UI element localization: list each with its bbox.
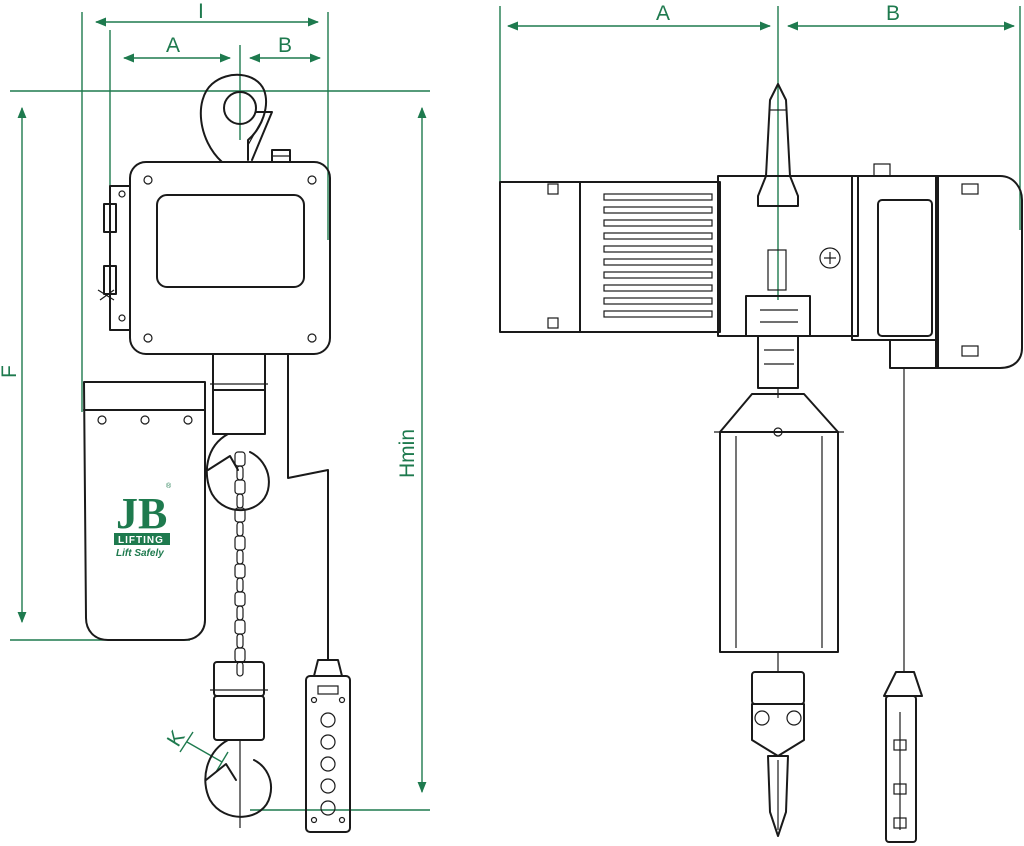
motor-fin [603, 310, 713, 318]
chain-link [236, 521, 244, 537]
dim-label-a-side: A [166, 34, 180, 57]
gear-neck [210, 353, 268, 435]
side-view: I A B F Hmin K [0, 0, 430, 833]
motor-fin [603, 232, 713, 240]
bottom-hook-block [210, 661, 268, 741]
chain-link [236, 605, 244, 621]
dim-label-i: I [198, 0, 204, 23]
motor-fin [603, 206, 713, 214]
logo-registered-mark: ® [166, 482, 172, 490]
motor-fin [603, 271, 713, 279]
motor-fin [603, 297, 713, 305]
top-hook [199, 73, 273, 163]
pendant-button-1 [320, 712, 336, 728]
logo-band [114, 533, 170, 545]
dim-label-b-side: B [278, 34, 292, 57]
motor-fins [579, 181, 721, 333]
chain-link [236, 549, 244, 565]
chain-container [83, 381, 206, 641]
side-rear-panel [287, 353, 329, 661]
company-logo: JB ® LIFTING Lift Safely [114, 482, 172, 559]
upper-chain-hook [205, 433, 270, 511]
motor-fin [603, 193, 713, 201]
side-body-housing [129, 161, 331, 355]
logo-band-text: LIFTING [118, 535, 164, 546]
logo-tagline: Lift Safely [116, 548, 164, 559]
chain-link [236, 493, 244, 509]
load-chain [234, 451, 246, 677]
logo-letters: JB [116, 489, 167, 538]
front-view: A B [498, 2, 1023, 843]
bottom-hook [204, 739, 272, 828]
chain-link [234, 535, 246, 551]
side-dimension-arrows [17, 17, 427, 794]
side-extension-lines [10, 12, 430, 811]
motor-fin [603, 258, 713, 266]
front-chain-bag [714, 393, 844, 653]
chain-link [234, 647, 246, 663]
chain-link [236, 633, 244, 649]
chain-link [234, 451, 246, 467]
pendant-button-2 [320, 734, 336, 750]
side-bracket [97, 185, 131, 331]
chain-link [234, 591, 246, 607]
front-extension-lines [499, 6, 1021, 300]
dim-label-a-front: A [656, 2, 670, 25]
chain-link [234, 563, 246, 579]
center-plus-mark [819, 247, 841, 269]
chain-link [236, 661, 244, 677]
chain-link [234, 479, 246, 495]
pendant-button-down [320, 778, 336, 794]
motor-fin [603, 219, 713, 227]
pendant-button-stop [320, 800, 336, 816]
chain-guide [745, 295, 811, 398]
motor-fin [603, 284, 713, 292]
chain-link [234, 619, 246, 635]
chain-link [236, 577, 244, 593]
motor-end-cap [498, 181, 581, 333]
suspension-pin [757, 83, 799, 207]
pendant-control [305, 659, 351, 833]
dim-label-f: F [0, 365, 21, 378]
dim-label-hmin: Hmin [396, 429, 419, 478]
front-hook-block [751, 652, 805, 837]
top-bolt [271, 149, 291, 163]
motor-fin [603, 245, 713, 253]
dim-label-b-front: B [886, 2, 900, 25]
dim-label-k: K [163, 727, 190, 751]
gearbox-body [717, 175, 859, 337]
control-housing [851, 163, 1023, 369]
front-pendant [883, 671, 923, 843]
pendant-button-up [320, 756, 336, 772]
